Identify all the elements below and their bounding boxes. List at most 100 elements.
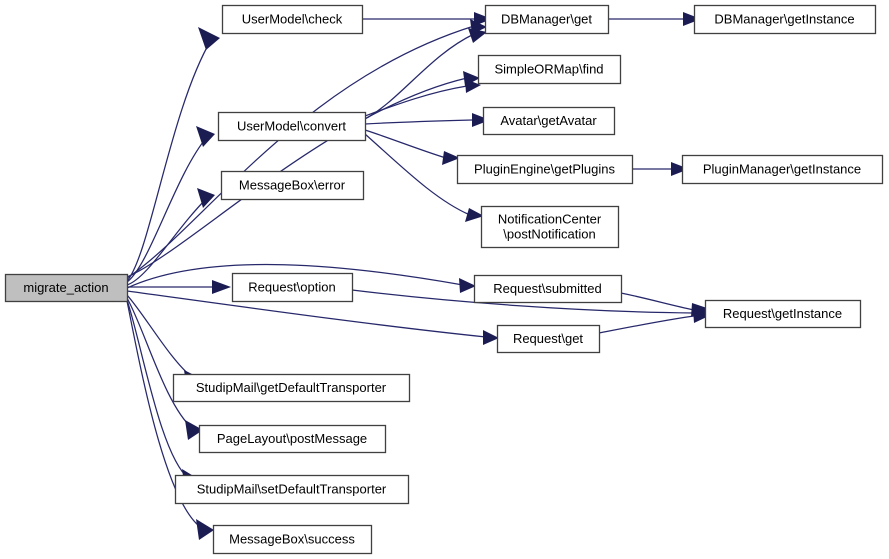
edge-migrate_action-to-request_option <box>127 280 231 294</box>
node-dbmanager_get[interactable]: DBManager\get <box>484 4 610 35</box>
node-box[interactable] <box>174 474 410 505</box>
node-label: Request\getInstance <box>723 306 842 321</box>
edge-usermodel_convert-to-pluginengine_get <box>364 129 460 165</box>
edge-line <box>126 263 464 289</box>
edge-migrate_action-to-messagebox_error <box>126 188 215 286</box>
node-box[interactable] <box>693 4 877 35</box>
edge-line <box>364 129 447 159</box>
node-pluginengine_get[interactable]: PluginEngine\getPlugins <box>456 154 634 185</box>
node-box[interactable] <box>482 106 616 136</box>
edge-migrate_action-to-usermodel_convert <box>126 126 215 283</box>
edge-line <box>126 299 190 480</box>
node-box[interactable] <box>4 273 129 303</box>
arrowhead-icon <box>474 12 492 26</box>
node-label: DBManager\get <box>501 11 592 26</box>
edges-layer <box>126 12 712 540</box>
edge-line <box>598 315 695 334</box>
node-box[interactable] <box>456 154 634 185</box>
node-messagebox_ok[interactable]: MessageBox\success <box>212 524 373 555</box>
node-box[interactable] <box>484 4 610 35</box>
node-dbmanager_inst[interactable]: DBManager\getInstance <box>693 4 877 35</box>
node-label: MessageBox\error <box>239 177 346 192</box>
node-box[interactable] <box>220 170 365 201</box>
node-box[interactable] <box>231 272 354 303</box>
edge-request_get-to-request_inst <box>598 309 711 334</box>
edge-usermodel_check-to-dbmanager_get <box>362 12 492 26</box>
edge-line <box>126 136 208 283</box>
node-box[interactable] <box>198 424 387 454</box>
node-label: PluginEngine\getPlugins <box>474 161 615 176</box>
nodes-layer: migrate_action UserModel\checkUserModel\c… <box>4 4 884 555</box>
edge-line <box>126 300 204 530</box>
node-box[interactable] <box>217 111 367 142</box>
node-box[interactable] <box>172 373 411 403</box>
node-request_option[interactable]: Request\option <box>231 272 354 303</box>
arrowhead-icon <box>212 280 231 294</box>
node-label: migrate_action <box>23 280 108 295</box>
edge-line <box>126 39 212 282</box>
edge-line <box>364 85 468 117</box>
edge-migrate_action-to-messagebox_ok <box>126 300 214 540</box>
node-request_inst[interactable]: Request\getInstance <box>704 299 862 329</box>
arrowhead-icon <box>465 79 481 93</box>
arrowhead-icon <box>468 28 487 43</box>
edge-usermodel_convert-to-avatar_get <box>364 113 490 127</box>
node-notificationcenter[interactable]: NotificationCenter\postNotification <box>480 205 620 249</box>
node-mail_set[interactable]: StudipMail\setDefaultTransporter <box>174 474 410 505</box>
node-request_get[interactable]: Request\get <box>496 324 601 354</box>
node-mail_get[interactable]: StudipMail\getDefaultTransporter <box>172 373 411 403</box>
node-label: DBManager\getInstance <box>714 11 854 26</box>
node-request_submitted[interactable]: Request\submitted <box>473 274 623 304</box>
edge-migrate_action-to-usermodel_check <box>126 27 220 282</box>
node-usermodel_check[interactable]: UserModel\check <box>221 4 364 35</box>
arrowhead-icon <box>185 420 203 440</box>
arrowhead-icon <box>442 151 460 165</box>
node-avatar_get[interactable]: Avatar\getAvatar <box>482 106 616 136</box>
node-label: MessageBox\success <box>229 531 355 546</box>
node-box[interactable] <box>704 299 862 329</box>
node-label: Request\get <box>513 331 583 346</box>
edge-migrate_action-to-request_submitted <box>126 263 476 293</box>
node-migrate_action[interactable]: migrate_action <box>4 273 129 303</box>
node-box[interactable] <box>496 324 601 354</box>
node-label: \postNotification <box>503 226 596 241</box>
node-pagelayout_post[interactable]: PageLayout\postMessage <box>198 424 387 454</box>
arrowhead-icon <box>197 188 215 208</box>
arrowhead-icon <box>196 126 215 147</box>
edge-line <box>126 290 487 338</box>
arrowhead-icon <box>465 208 484 222</box>
node-usermodel_convert[interactable]: UserModel\convert <box>217 111 367 142</box>
node-pluginmanager_inst[interactable]: PluginManager\getInstance <box>681 154 884 185</box>
arrowhead-icon <box>198 27 220 50</box>
node-label: Avatar\getAvatar <box>500 113 597 128</box>
node-label: StudipMail\setDefaultTransporter <box>197 481 387 496</box>
node-box[interactable] <box>212 524 373 555</box>
arrowhead-icon <box>196 519 214 540</box>
node-box[interactable] <box>681 154 884 185</box>
node-box[interactable] <box>473 274 623 304</box>
edge-line <box>126 297 194 430</box>
node-label: StudipMail\getDefaultTransporter <box>196 380 387 395</box>
node-label: SimpleORMap\find <box>494 61 603 76</box>
arrowhead-icon <box>693 309 711 323</box>
edge-pluginengine_get-to-pluginmanager_inst <box>632 162 689 176</box>
node-label: Request\submitted <box>493 281 601 296</box>
edge-dbmanager_get-to-dbmanager_inst <box>608 12 701 26</box>
edge-line <box>351 289 695 314</box>
edge-usermodel_convert-to-notificationcenter <box>364 133 484 222</box>
node-label: NotificationCenter <box>498 211 602 226</box>
node-box[interactable] <box>480 205 620 249</box>
edge-line <box>364 133 471 216</box>
node-messagebox_error[interactable]: MessageBox\error <box>220 170 365 201</box>
edge-migrate_action-to-pagelayout_post <box>126 297 203 440</box>
node-simpleormap_find[interactable]: SimpleORMap\find <box>477 54 622 85</box>
arrowhead-icon <box>683 12 701 26</box>
node-box[interactable] <box>477 54 622 85</box>
arrowhead-icon <box>459 278 476 293</box>
node-box[interactable] <box>221 4 364 35</box>
arrowhead-icon <box>483 330 499 345</box>
node-label: PluginManager\getInstance <box>703 161 861 176</box>
edge-migrate_action-to-dbmanager_get <box>126 19 487 279</box>
